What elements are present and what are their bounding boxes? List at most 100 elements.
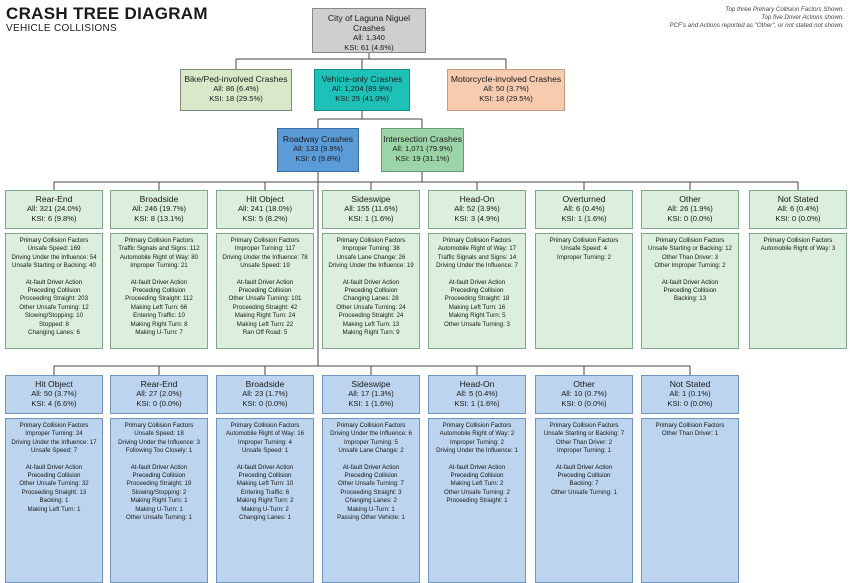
action-item: Proceeding Straight: 13 — [21, 488, 87, 496]
pcf-item: Driving Under the Influence: 54 — [11, 253, 97, 261]
action-heading-sub: Preceding Collision — [450, 472, 504, 480]
action-item: Making Right Turn: 8 — [130, 320, 188, 328]
node-ksi: KSI: 4 (6.6%) — [31, 399, 77, 408]
node-all: All: 50 (3.7%) — [31, 389, 77, 398]
root-node-city-crashes: City of Laguna Niguel Crashes All: 1,340… — [312, 8, 426, 53]
action-item: Entering Traffic: 10 — [133, 312, 185, 320]
pcf-item: Improper Turning: 2 — [450, 438, 504, 446]
pcf-heading: Primary Collision Factors — [336, 237, 406, 244]
pcf-heading: Primary Collision Factors — [442, 237, 512, 244]
node-ksi: KSI: 18 (29.5%) — [479, 94, 533, 103]
action-item: Slowing/Stopping: 10 — [24, 312, 84, 320]
node-title: City of Laguna Niguel Crashes — [327, 13, 411, 33]
node-ksi: KSI: 25 (41.0%) — [335, 94, 389, 103]
node-bike-ped-crashes: Bike/Ped-involved Crashes All: 86 (6.4%)… — [180, 69, 292, 111]
pcf-heading: Primary Collision Factors — [19, 422, 89, 429]
pcf-item: Driving Under the Influence: 19 — [328, 262, 414, 270]
spacer — [217, 456, 313, 464]
node-title: Vehicle-only Crashes — [321, 74, 403, 84]
pcf-heading: Primary Collision Factors — [124, 422, 194, 429]
pcf-item: Driving Under the Influence: 78 — [222, 253, 308, 261]
action-heading-sub: Preceding Collision — [132, 287, 186, 295]
pcf-item: Unsafe Starting or Backing: 7 — [543, 430, 625, 438]
pcf-item: Improper Turning: 1 — [557, 447, 611, 455]
action-item: Proceeding Straight: 18 — [444, 295, 510, 303]
node-all: All: 23 (1.7%) — [242, 389, 288, 398]
pcf-item: Traffic Signals and Signs: 14 — [437, 253, 517, 261]
action-heading: At-fault Driver Action — [342, 278, 400, 286]
pcf-item: Automobile Right of Way: 16 — [225, 430, 305, 438]
pcf-item: Unsafe Lane Change: 26 — [336, 253, 406, 261]
action-item: Slowing/Stopping: 2 — [131, 488, 187, 496]
action-item: Making Left Turn: 13 — [342, 320, 400, 328]
spacer — [111, 271, 207, 279]
action-item: Making Right Turn: 24 — [234, 312, 296, 320]
node-title: Sideswipe — [351, 379, 391, 389]
spacer — [111, 456, 207, 464]
action-item: Making U-Turn: 1 — [135, 505, 183, 513]
node-ksi: KSI: 6 (9.8%) — [295, 154, 341, 163]
note-line-1: Top three Primary Collision Factors Show… — [725, 6, 844, 13]
node-title: Other — [679, 194, 701, 204]
pcf-item: Driving Under the Influence: 1 — [436, 447, 518, 455]
node-roadway-crashes: Roadway Crashes All: 133 (9.9%) KSI: 6 (… — [277, 128, 359, 172]
pcf-item: Automobile Right of Way: 3 — [760, 245, 836, 253]
node-all: All: 86 (6.4%) — [213, 84, 259, 93]
node-ksi: KSI: 0 (0.0%) — [667, 399, 713, 408]
node-all: All: 155 (11.6%) — [344, 204, 398, 213]
action-heading-sub: Preceding Collision — [450, 287, 504, 295]
action-item: Ran Off Road: 5 — [242, 329, 288, 337]
pcf-heading: Primary Collision Factors — [124, 237, 194, 244]
pcf-item: Other Than Driver: 2 — [555, 438, 613, 446]
action-item: Making U-Turn: 2 — [241, 505, 289, 513]
node-all: All: 50 (3.7%) — [483, 84, 529, 93]
action-heading: At-fault Driver Action — [25, 278, 83, 286]
pcf-item: Unsafe Speed: 7 — [30, 447, 78, 455]
action-item: Making U-Turn: 1 — [347, 505, 395, 513]
action-item: Changing Lanes: 2 — [345, 497, 397, 505]
node-all: All: 241 (18.0%) — [237, 204, 293, 213]
node-all: All: 1,204 (89.9%) — [331, 84, 393, 93]
pcf-item: Unsafe Starting or Backing: 12 — [648, 245, 732, 253]
node-ksi: KSI: 18 (29.5%) — [209, 94, 263, 103]
action-heading-sub: Preceding Collision — [27, 287, 81, 295]
action-heading-sub: Preceding Collision — [344, 472, 398, 480]
action-item: Making Left Turn: 1 — [27, 505, 81, 513]
action-item: Other Unsafe Turning: 24 — [336, 303, 406, 311]
node-title: Broadside — [139, 194, 179, 204]
pcf-item: Unsafe Speed: 4 — [560, 245, 608, 253]
node-title: Not Stated — [777, 194, 819, 204]
action-heading: At-fault Driver Action — [130, 463, 188, 471]
node-ksi: KSI: 5 (8.2%) — [242, 214, 288, 223]
action-item: Proceeding Straight: 3 — [340, 488, 402, 496]
pcf-item: Unsafe Speed: 169 — [27, 245, 81, 253]
node-ksi: KSI: 8 (13.1%) — [134, 214, 184, 223]
node-ksi: KSI: 6 (9.8%) — [31, 214, 77, 223]
node-all: All: 26 (1.9%) — [667, 204, 713, 213]
pcf-item: Unsafe Speed: 19 — [240, 262, 290, 270]
pcf-item: Unsafe Speed: 1 — [241, 447, 289, 455]
node-ksi: KSI: 3 (4.9%) — [454, 214, 500, 223]
action-heading-sub: Preceding Collision — [27, 472, 81, 480]
node-all: All: 6 (0.4%) — [777, 204, 819, 213]
action-heading: At-fault Driver Action — [130, 278, 188, 286]
node-all: All: 10 (0.7%) — [561, 389, 607, 398]
node-title: Broadside — [245, 379, 285, 389]
